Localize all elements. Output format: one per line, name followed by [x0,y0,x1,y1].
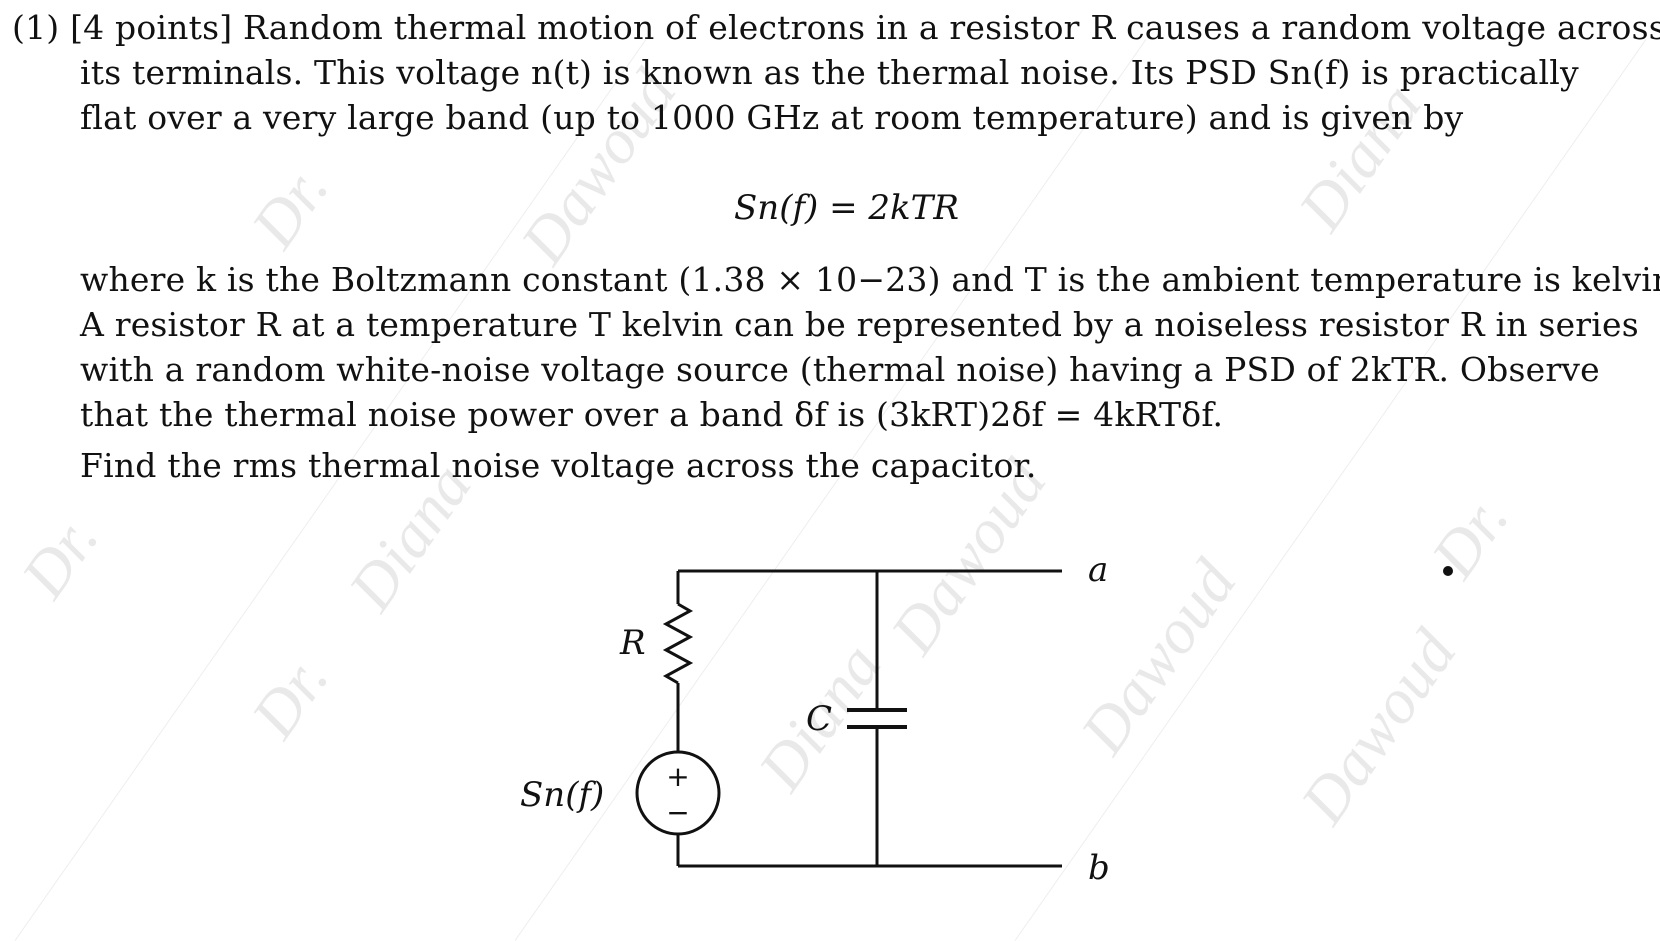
problem-line-5: A resistor R at a temperature T kelvin c… [80,305,1639,344]
stray-dot [1443,566,1453,576]
source-minus-sign: − [666,796,689,829]
problem-line-7: that the thermal noise power over a band… [80,395,1224,434]
problem-line-4: where k is the Boltzmann constant (1.38 … [80,260,1660,299]
points-label: [4 points] [70,8,233,47]
problem-line-1: (1) [4 points] Random thermal motion of … [12,8,1660,48]
problem-line-3: flat over a very large band (up to 1000 … [80,98,1464,137]
source-plus-sign: + [666,760,689,793]
question-text: Find the rms thermal noise voltage acros… [80,446,1037,485]
problem-text-1: Random thermal motion of electrons in a … [243,8,1660,47]
problem-line-6: with a random white-noise voltage source… [80,350,1600,389]
resistor-symbol [662,602,694,685]
terminal-a-label: a [1088,550,1108,590]
terminal-b-label: b [1088,848,1110,888]
problem-number: (1) [12,8,60,47]
resistor-label: R [619,623,646,663]
source-label: Sn(f) [520,775,604,815]
capacitor-label: C [806,699,832,739]
problem-line-2: its terminals. This voltage n(t) is know… [80,53,1579,92]
psd-equation: Sn(f) = 2kTR [734,188,959,228]
